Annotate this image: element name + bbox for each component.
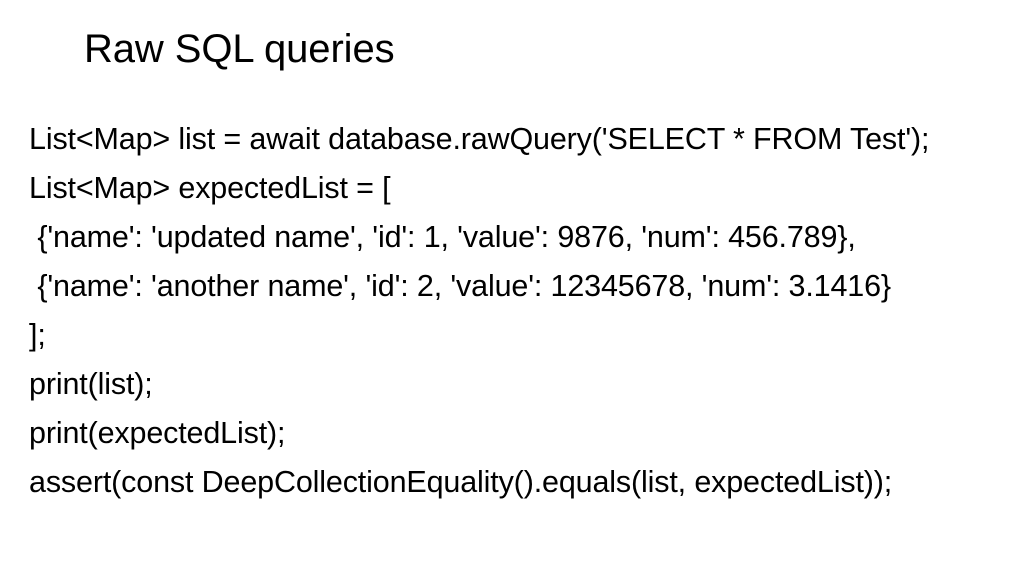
code-line: List<Map> expectedList = [ xyxy=(29,171,391,205)
code-line: {'name': 'another name', 'id': 2, 'value… xyxy=(29,269,891,303)
code-line: print(list); xyxy=(29,367,153,401)
page-title: Raw SQL queries xyxy=(84,27,395,71)
code-line: {'name': 'updated name', 'id': 1, 'value… xyxy=(29,220,856,254)
code-line: ]; xyxy=(29,318,46,352)
code-line: List<Map> list = await database.rawQuery… xyxy=(29,122,930,156)
code-line: print(expectedList); xyxy=(29,416,286,450)
code-line: assert(const DeepCollectionEquality().eq… xyxy=(29,465,893,499)
code-block: List<Map> list = await database.rawQuery… xyxy=(29,120,943,502)
